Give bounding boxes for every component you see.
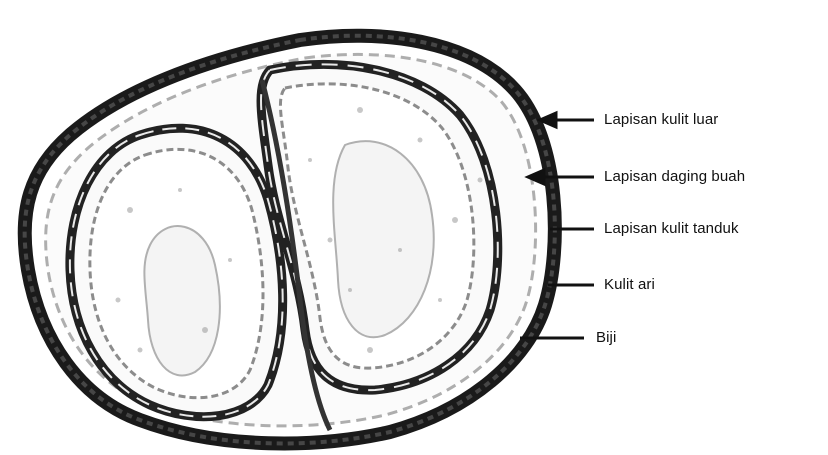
arrow-outer-skin xyxy=(540,113,594,127)
label-parchment: Lapisan kulit tanduk xyxy=(604,220,739,237)
label-outer-skin: Lapisan kulit luar xyxy=(604,111,718,128)
label-seed: Biji xyxy=(596,329,616,346)
label-pulp: Lapisan daging buah xyxy=(604,168,745,185)
label-silver-skin: Kulit ari xyxy=(604,276,655,293)
arrow-pulp xyxy=(528,170,594,184)
left-seed xyxy=(144,226,219,375)
